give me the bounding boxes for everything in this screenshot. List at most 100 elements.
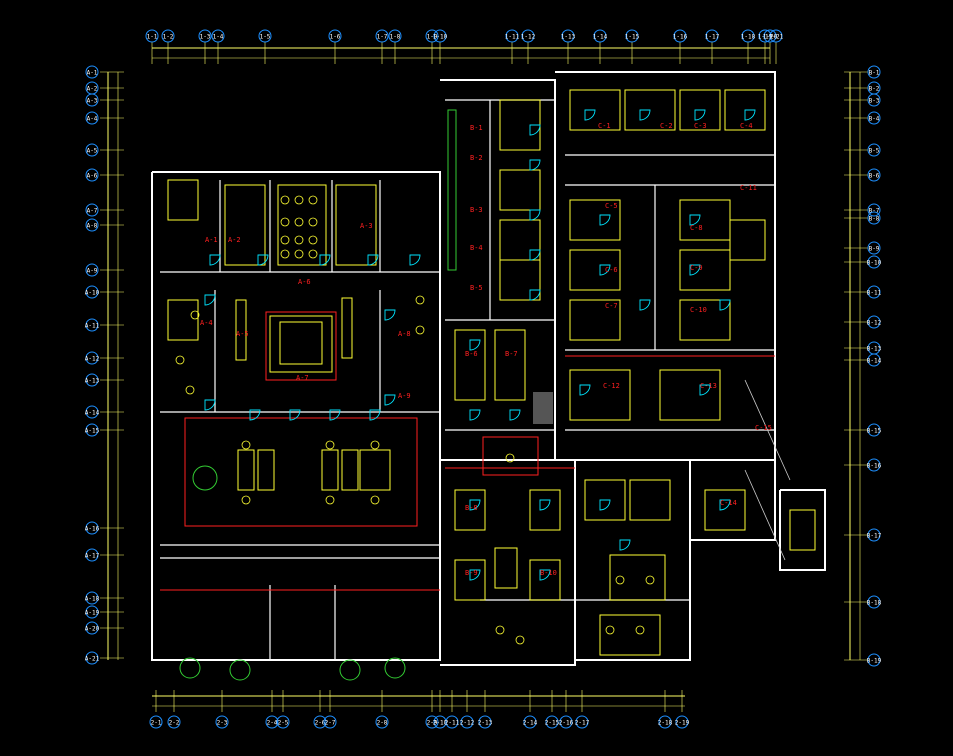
svg-text:2-9: 2-9 [427, 720, 438, 727]
top-axis-bubble: 1-14 [593, 29, 608, 43]
right-axis-bubble: B-12 [867, 315, 882, 329]
svg-text:1-18: 1-18 [741, 34, 756, 41]
svg-text:B-13: B-13 [867, 346, 882, 353]
top-axis-bubble: 1-16 [673, 29, 688, 43]
top-axis-bubble: 1-1 [145, 29, 159, 43]
left-axis-bubble: A-1 [85, 65, 99, 79]
svg-text:B-19: B-19 [867, 658, 882, 665]
door-swings [204, 109, 756, 581]
room-label: B-5 [470, 284, 483, 292]
svg-text:B-11: B-11 [867, 290, 882, 297]
svg-text:1-15: 1-15 [625, 34, 640, 41]
right-axis-bubble: B-8 [867, 211, 881, 225]
room-label: A-6 [298, 278, 311, 286]
stair-block [533, 392, 553, 424]
top-axis-bubble: 1-8 [388, 29, 402, 43]
room-label: A-4 [200, 319, 213, 327]
room-label: A-5 [236, 330, 249, 338]
left-axis-bubble: A-15 [85, 423, 100, 437]
svg-text:A-8: A-8 [87, 223, 98, 230]
svg-text:2-18: 2-18 [658, 720, 673, 727]
svg-text:2-11: 2-11 [445, 720, 460, 727]
svg-text:2-17: 2-17 [575, 720, 590, 727]
room-label: B-4 [470, 244, 483, 252]
room-label: C-2 [660, 122, 673, 130]
top-axis-bubble: 1-9 [425, 29, 439, 43]
svg-text:A-16: A-16 [85, 526, 100, 533]
svg-text:B-15: B-15 [867, 428, 882, 435]
svg-text:1-10: 1-10 [433, 34, 448, 41]
room-label: A-9 [398, 392, 411, 400]
room-label: C-4 [740, 122, 753, 130]
room-label: C-3 [694, 122, 707, 130]
svg-text:A-9: A-9 [87, 268, 98, 275]
svg-text:A-15: A-15 [85, 428, 100, 435]
svg-text:B-16: B-16 [867, 463, 882, 470]
svg-text:2-5: 2-5 [278, 720, 289, 727]
svg-text:2-4: 2-4 [267, 720, 278, 727]
svg-text:1-2: 1-2 [163, 34, 174, 41]
room-label: A-8 [398, 330, 411, 338]
top-axis-bubble: 1-7 [375, 29, 389, 43]
bottom-axis-bubble: 2-13 [478, 715, 493, 729]
svg-text:1-17: 1-17 [705, 34, 720, 41]
room-label: C-13 [700, 382, 717, 390]
svg-text:2-3: 2-3 [217, 720, 228, 727]
room-label: C-11 [740, 184, 757, 192]
bottom-axis-bubble: 2-1 [149, 715, 163, 729]
right-axis-bubble: B-5 [867, 143, 881, 157]
bottom-axis-bubble: 2-2 [167, 715, 181, 729]
svg-text:1-9: 1-9 [427, 34, 438, 41]
bottom-axis-bubble: 2-11 [445, 715, 460, 729]
left-axis-bubble: A-4 [85, 111, 99, 125]
svg-text:2-6: 2-6 [315, 720, 326, 727]
room-label: C-10 [690, 306, 707, 314]
left-axis-bubble: A-18 [85, 591, 100, 605]
left-axis-bubble: A-13 [85, 373, 100, 387]
svg-text:A-17: A-17 [85, 553, 100, 560]
right-axis-bubble: B-9 [867, 241, 881, 255]
right-axis-bubble: B-1 [867, 65, 881, 79]
svg-text:2-12: 2-12 [460, 720, 475, 727]
room-label: C-5 [605, 202, 618, 210]
svg-text:A-12: A-12 [85, 356, 100, 363]
bottom-axis-bubble: 2-16 [559, 715, 574, 729]
room-label: C-7 [605, 302, 618, 310]
svg-text:A-18: A-18 [85, 596, 100, 603]
left-axis-bubble: A-12 [85, 351, 100, 365]
svg-text:B-1: B-1 [869, 70, 880, 77]
svg-text:A-21: A-21 [85, 656, 100, 663]
svg-text:A-19: A-19 [85, 610, 100, 617]
right-axis-bubble: B-7 [867, 203, 881, 217]
svg-text:B-4: B-4 [869, 116, 880, 123]
room-label: B-8 [465, 504, 478, 512]
landscape-plants [179, 109, 457, 681]
bottom-axis-bubble: 2-14 [523, 715, 538, 729]
left-axis-bubble: A-5 [85, 143, 99, 157]
right-axis-bubble: B-19 [867, 653, 882, 667]
svg-text:2-7: 2-7 [325, 720, 336, 727]
svg-text:A-20: A-20 [85, 626, 100, 633]
right-axis-bubble: B-4 [867, 111, 881, 125]
right-axis-bubble: B-6 [867, 168, 881, 182]
bottom-axis-bubble: 2-3 [215, 715, 229, 729]
bottom-axis-bubble: 2-19 [675, 715, 690, 729]
svg-text:B-7: B-7 [869, 208, 880, 215]
room-label: B-7 [505, 350, 518, 358]
svg-text:2-1: 2-1 [151, 720, 162, 727]
svg-text:1-5: 1-5 [260, 34, 271, 41]
left-axis-bubble: A-11 [85, 318, 100, 332]
svg-text:A-13: A-13 [85, 378, 100, 385]
svg-text:A-2: A-2 [87, 86, 98, 93]
left-axis-bubble: A-3 [85, 93, 99, 107]
bottom-axis-bubble: 2-4 [265, 715, 279, 729]
room-label: C-1 [598, 122, 611, 130]
room-label: B-10 [540, 569, 557, 577]
svg-text:B-5: B-5 [869, 148, 880, 155]
top-axis-bubble: 1-18 [741, 29, 756, 43]
room-label: A-3 [360, 222, 373, 230]
svg-text:2-13: 2-13 [478, 720, 493, 727]
